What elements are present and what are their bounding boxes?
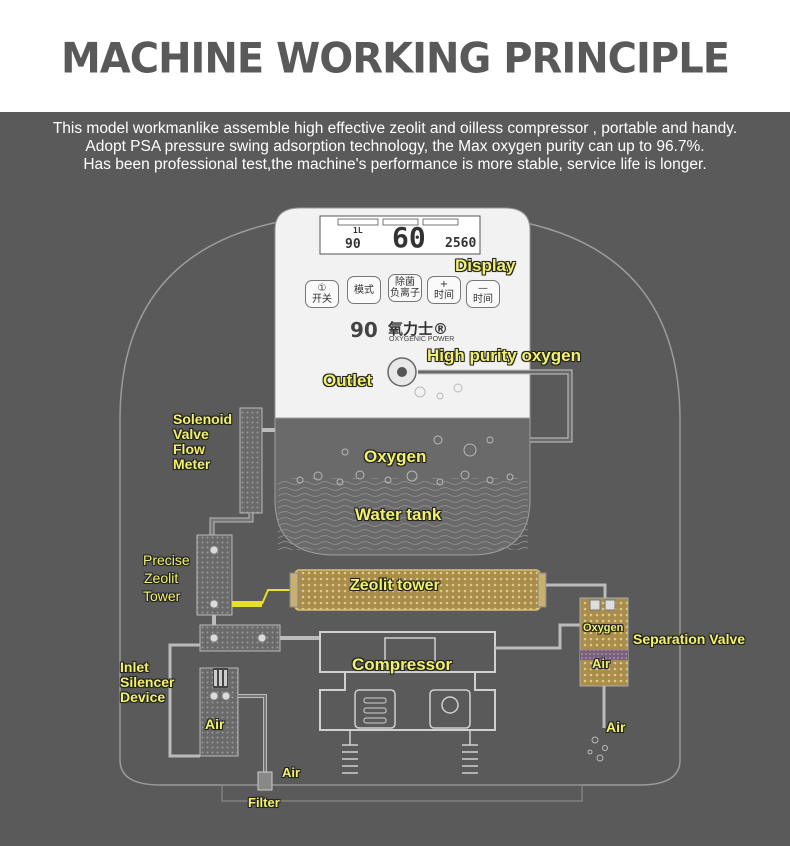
intro-line-3: Has been professional test,the machine's… [83, 156, 707, 173]
label-valve-oxygen: Oxygen [583, 622, 624, 634]
header-banner [0, 0, 790, 112]
machine-base [221, 784, 583, 802]
brand-subtitle: OXYGENIC POWER [389, 336, 455, 343]
compressor-springs [342, 730, 478, 774]
label-display: Display [455, 256, 516, 275]
label-water-tank: Water tank [355, 505, 442, 524]
air-filter [257, 771, 273, 791]
exhaust-bubbles [587, 736, 608, 762]
label-high-purity-oxygen: High purity oxygen [427, 346, 581, 365]
label-air-exhaust: Air [606, 719, 626, 735]
intro-line-2: Adopt PSA pressure swing adsorption tech… [85, 138, 705, 155]
label-oxygen: Oxygen [364, 447, 427, 466]
lcd-sub-value: 2560 [445, 236, 477, 251]
inlet-to-filter-tube [238, 694, 267, 772]
mode-button[interactable]: 模式 [347, 276, 381, 304]
lcd-flow: 1L [353, 226, 363, 235]
zeolit-to-valve-tube [546, 583, 607, 598]
label-zeolit-tower: Zeolit tower [350, 577, 440, 594]
lcd-main-value: 60 [392, 221, 426, 254]
time-minus-button[interactable]: —时间 [466, 280, 500, 308]
machine-body-outline [119, 214, 681, 786]
label-outlet: Outlet [323, 371, 373, 390]
outlet-port-inner [397, 367, 407, 377]
brand-logo-icon: 90 [350, 318, 378, 342]
label-inlet-silencer: Inlet Silencer Device [120, 659, 175, 705]
label-separation-valve: Separation Valve [633, 631, 746, 647]
intro-line-1: This model workmanlike assemble high eff… [52, 120, 738, 137]
label-precise-zeolit: Precise Zeolit Tower [143, 552, 190, 604]
lcd-percent: 90 [345, 237, 361, 252]
brand-name: 氧力士® [388, 320, 449, 338]
compressor-to-valve-tube [495, 623, 580, 650]
separation-valve [579, 597, 629, 687]
label-air-inlet: Air [282, 765, 301, 780]
intro-text: This model workmanlike assemble high eff… [0, 120, 790, 174]
label-compressor: Compressor [352, 655, 453, 674]
page-title: MACHINE WORKING PRINCIPLE [60, 34, 730, 84]
label-solenoid: Solenoid Valve Flow Meter [173, 411, 233, 472]
label-air-silencer: Air [205, 716, 225, 732]
solenoid-valve [239, 407, 263, 514]
inlet-loop-tube [168, 643, 200, 758]
lcd-screen [319, 215, 481, 255]
sterilize-button[interactable]: 除菌负离子 [388, 274, 422, 302]
label-filter: Filter [248, 795, 280, 810]
water-waves [278, 478, 528, 550]
control-panel [274, 207, 531, 419]
time-plus-button[interactable]: +时间 [427, 276, 461, 304]
solenoid-to-precise-tube [209, 513, 254, 535]
compressor-body [319, 671, 496, 731]
bubbles [296, 383, 514, 486]
label-valve-air: Air [592, 656, 611, 671]
